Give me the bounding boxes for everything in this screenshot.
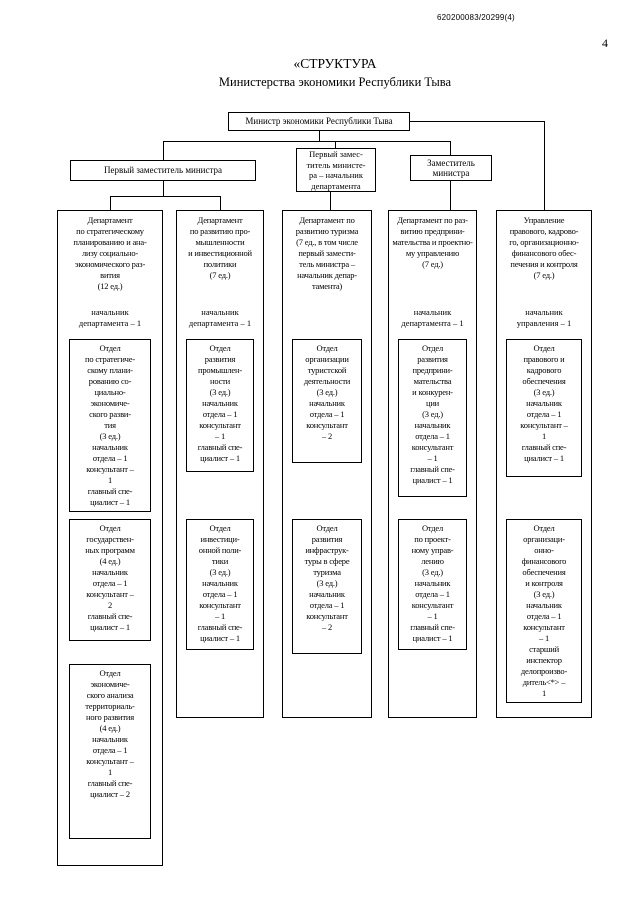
first-deputy-minister-box: Первый заместитель министра	[70, 160, 256, 181]
chart-subtitle: Министерства экономики Республики Тыва	[218, 75, 452, 89]
connector-line	[163, 141, 451, 142]
unit-box: Отдел по проект- ному управ- лению (3 ед…	[398, 519, 467, 650]
unit-box: Отдел экономиче- ского анализа территори…	[69, 664, 151, 839]
department-tourism: Департамент по развитию туризма (7 ед., …	[282, 210, 372, 718]
unit-box: Отдел государствен- ных программ (4 ед.)…	[69, 519, 151, 641]
unit-box: Отдел по стратегиче- скому плани- ровани…	[69, 339, 151, 512]
connector-line	[110, 196, 221, 197]
department-title: Департамент по развитию туризма (7 ед., …	[295, 215, 359, 291]
connector-line	[330, 192, 331, 210]
department-head-label: начальник департамента – 1	[78, 307, 142, 328]
unit-box: Отдел организаци- онно- финансового обес…	[506, 519, 582, 703]
connector-line	[410, 121, 545, 122]
department-head-label: начальник департамента – 1	[401, 307, 464, 328]
connector-line	[319, 131, 320, 141]
department-head-label: начальник управления – 1	[516, 307, 572, 328]
connector-line	[163, 181, 164, 196]
deputy-minister-box: Заместитель министра	[410, 155, 492, 181]
department-strategic-planning: Департамент по стратегическому планирова…	[57, 210, 163, 866]
department-title: Департамент по раз- витию предприни- мат…	[392, 215, 473, 269]
unit-box: Отдел развития инфраструк- туры в сфере …	[292, 519, 362, 654]
department-head-label: начальник департамента – 1	[188, 307, 252, 328]
page-number: 4	[602, 36, 608, 50]
department-entrepreneurship: Департамент по раз- витию предприни- мат…	[388, 210, 477, 718]
department-title: Департамент по развитию про- мышленности…	[188, 215, 252, 280]
connector-line	[544, 121, 545, 210]
department-industry-investment: Департамент по развитию про- мышленности…	[176, 210, 264, 718]
unit-box: Отдел развития предприни- мательства и к…	[398, 339, 467, 497]
minister-box: Министр экономики Республики Тыва	[228, 112, 410, 131]
connector-line	[110, 196, 111, 210]
unit-box: Отдел развития промышлен- ности (3 ед.) …	[186, 339, 254, 472]
connector-line	[335, 141, 336, 148]
unit-box: Отдел инвестици- онной поли- тики (3 ед.…	[186, 519, 254, 650]
administration-legal-hr-finance: Управление правового, кадрово- го, орган…	[496, 210, 592, 718]
connector-line	[450, 141, 451, 155]
unit-box: Отдел организации туристской деятельност…	[292, 339, 362, 463]
department-title: Управление правового, кадрово- го, орган…	[509, 215, 579, 280]
department-title: Департамент по стратегическому планирова…	[73, 215, 147, 291]
connector-line	[450, 181, 451, 210]
first-deputy-department-head-box: Первый замес- титель министе- ра – начал…	[296, 148, 376, 192]
connector-line	[220, 196, 221, 210]
connector-line	[163, 141, 164, 160]
unit-box: Отдел правового и кадрового обеспечения …	[506, 339, 582, 477]
chart-title: «СТРУКТУРА	[293, 56, 377, 71]
document-number: 620200083/20299(4)	[437, 13, 515, 22]
